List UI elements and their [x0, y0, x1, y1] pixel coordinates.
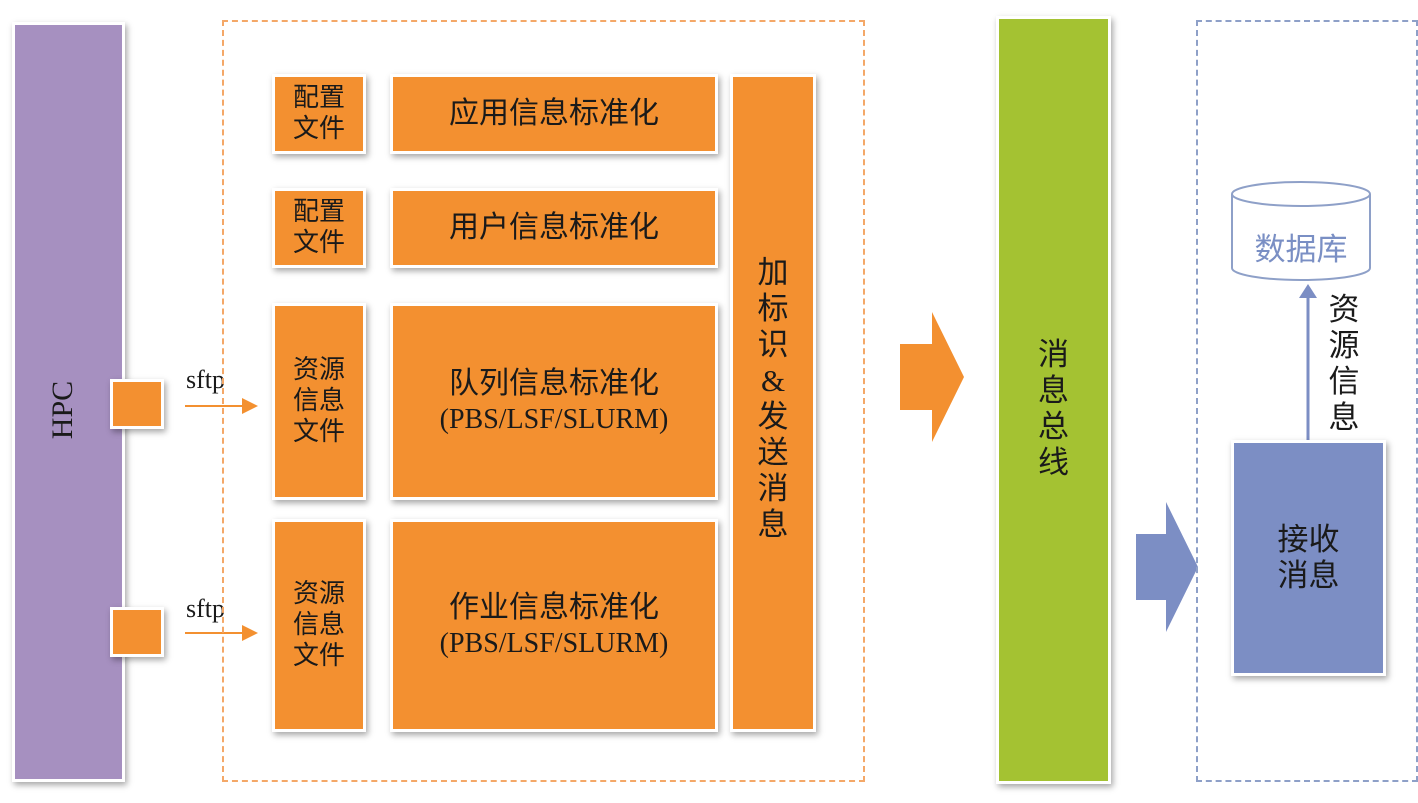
sftp-label-top: sftp	[186, 365, 225, 394]
std-subtitle: (PBS/LSF/SLURM)	[439, 403, 669, 435]
std-title: 作业信息标准化	[449, 589, 659, 625]
tag-send-char: 发	[757, 399, 789, 435]
resource-info-label: 资 源 信 息	[1324, 292, 1364, 436]
tag-send-message: 加 标 识 & 发 送 消 息	[730, 74, 816, 732]
sftp-arrows	[185, 398, 258, 641]
arrow-to-bus	[900, 312, 964, 442]
bus-char: 总	[1038, 409, 1069, 445]
resource-info-char: 息	[1328, 400, 1360, 436]
app-info-standardize: 应用信息标准化	[390, 74, 718, 154]
bus-char: 线	[1038, 445, 1069, 481]
tag-send-char: &	[760, 363, 786, 398]
hpc-bar	[12, 22, 125, 782]
std-subtitle: (PBS/LSF/SLURM)	[439, 627, 669, 659]
std-title: 队列信息标准化	[449, 365, 659, 401]
receiver-line1: 接收	[1277, 522, 1340, 558]
sftp-label-bottom: sftp	[186, 594, 225, 623]
std-title: 应用信息标准化	[449, 96, 659, 131]
message-bus: 消 息 总 线	[996, 16, 1111, 784]
tag-send-char: 息	[757, 507, 789, 543]
hpc-port-top	[110, 379, 164, 429]
arrow-to-database	[1299, 284, 1317, 444]
arrow-to-receiver	[1136, 502, 1198, 632]
database-label: 数据库	[1254, 231, 1348, 268]
consumer-container	[1196, 20, 1418, 782]
std-title: 用户信息标准化	[449, 210, 659, 245]
user-info-standardize: 用户信息标准化	[390, 188, 718, 268]
bus-char: 消	[1038, 337, 1069, 373]
tag-send-char: 消	[757, 471, 789, 507]
resource-info-char: 信	[1328, 364, 1360, 400]
tag-send-char: 识	[757, 327, 789, 363]
database-cylinder	[1231, 181, 1371, 281]
receiver-line2: 消息	[1277, 558, 1340, 594]
resource-file-queue: 资源信息文件	[272, 303, 366, 500]
config-file-user: 配置文件	[272, 188, 366, 268]
bus-char: 息	[1038, 373, 1069, 409]
resource-info-char: 资	[1328, 292, 1360, 328]
tag-send-char: 加	[757, 255, 789, 291]
hpc-port-bottom	[110, 607, 164, 657]
resource-file-job: 资源信息文件	[272, 519, 366, 732]
tag-send-char: 标	[757, 291, 789, 327]
receive-message: 接收 消息	[1231, 440, 1386, 676]
hpc-label: HPC	[46, 380, 79, 440]
queue-info-standardize: 队列信息标准化 (PBS/LSF/SLURM)	[390, 303, 718, 500]
job-info-standardize: 作业信息标准化 (PBS/LSF/SLURM)	[390, 519, 718, 732]
collector-container	[222, 20, 865, 782]
config-file-app: 配置文件	[272, 74, 366, 154]
resource-info-char: 源	[1328, 328, 1360, 364]
tag-send-char: 送	[757, 435, 789, 471]
